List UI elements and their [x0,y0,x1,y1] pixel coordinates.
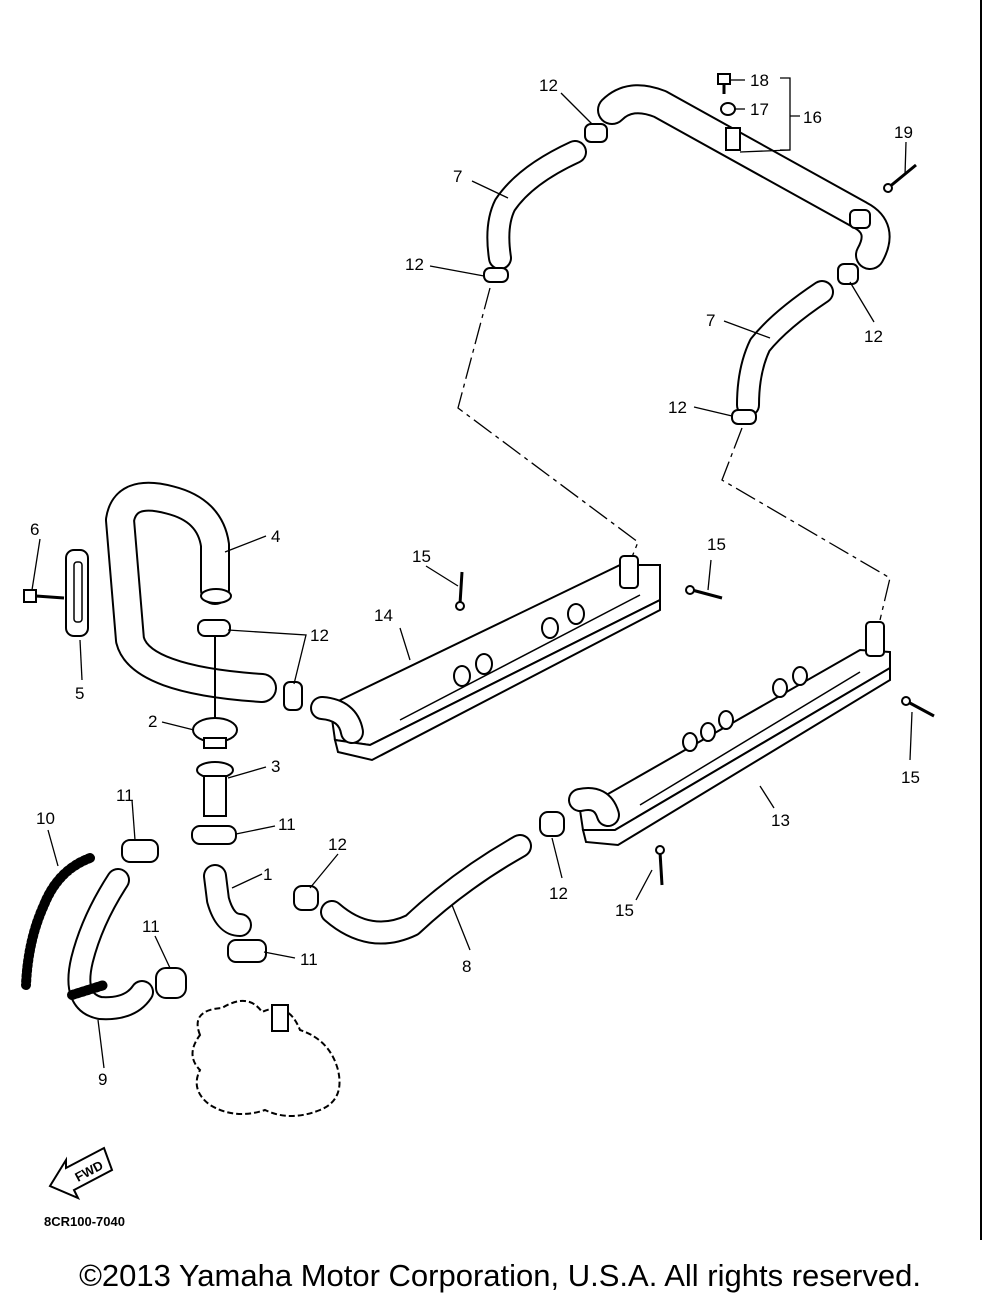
clamp-11-a [191,825,237,845]
clamp-12-g [283,681,303,711]
radiator-14 [310,555,661,762]
callout-15: 15 [615,901,634,920]
spring-hose-10 [21,853,95,990]
hose-7-left [486,140,587,270]
callout-12: 12 [668,398,687,417]
rivet-15-d [655,845,665,886]
callout-15: 15 [901,768,920,787]
copyright-notice: ©2013 Yamaha Motor Corporation, U.S.A. A… [79,1258,921,1293]
callout-15: 15 [707,535,726,554]
callout-1: 1 [263,865,272,884]
callout-18: 18 [750,71,769,90]
callout-2: 2 [148,712,157,731]
callout-12: 12 [405,255,424,274]
connection-line [457,287,639,563]
bolt-6 [23,589,65,603]
callout-9: 9 [98,1070,107,1089]
callout-10: 10 [36,809,55,828]
callout-13: 13 [771,811,790,830]
callout-4: 4 [271,527,280,546]
callout-16: 16 [803,108,822,127]
callout-12: 12 [328,835,347,854]
drawing-code: 8CR100-7040 [44,1214,125,1229]
clamp-12-d [731,409,757,425]
bolt-18 [717,73,731,94]
callout-19: 19 [894,123,913,142]
clamp-11-d [155,967,187,999]
hose-7-right [736,280,834,417]
callout-labels: 12 7 12 12 7 12 18 17 16 19 6 4 5 12 2 3… [30,71,920,1089]
hose-1 [203,864,252,937]
callout-7: 7 [706,311,715,330]
pipe-4 [105,481,277,703]
radiator-13 [568,621,891,847]
rivet-15-a [455,571,465,611]
engine-outline [191,1000,341,1117]
rivet-15-c [901,696,935,718]
fwd-arrow-icon: FWD [48,1146,114,1200]
washer-17 [720,102,736,116]
callout-11: 11 [278,815,296,834]
callout-5: 5 [75,684,84,703]
clamp-12-f [197,619,231,637]
leader-lines [31,77,913,1069]
callout-11: 11 [300,950,318,969]
filler-neck-3 [196,761,234,817]
connection-line [721,427,891,621]
cap-2 [192,717,238,749]
callout-8: 8 [462,957,471,976]
callout-12: 12 [864,327,883,346]
clamp-11-c [227,939,267,963]
clamp-11-b [121,839,159,863]
callout-12: 12 [549,884,568,903]
cross-pipe [597,84,891,270]
callout-15: 15 [412,547,431,566]
callout-12: 12 [539,76,558,95]
callout-12: 12 [310,626,329,645]
callout-14: 14 [374,606,393,625]
bracket-5 [65,549,89,637]
clamp-12-a [584,123,608,143]
rivet-15-b [685,585,723,600]
clamp-12-i [539,811,565,837]
callout-11: 11 [116,786,134,805]
callout-11: 11 [142,917,160,936]
callout-17: 17 [750,100,769,119]
callout-6: 6 [30,520,39,539]
callout-7: 7 [453,167,462,186]
hose-8 [320,834,532,945]
clamp-12-h [293,885,319,911]
clamp-12-c [837,263,859,285]
clamp-12-b [483,267,509,283]
pin-19 [883,163,917,193]
clamp-12-e [849,209,871,229]
hose-9 [67,868,154,1021]
callout-3: 3 [271,757,280,776]
